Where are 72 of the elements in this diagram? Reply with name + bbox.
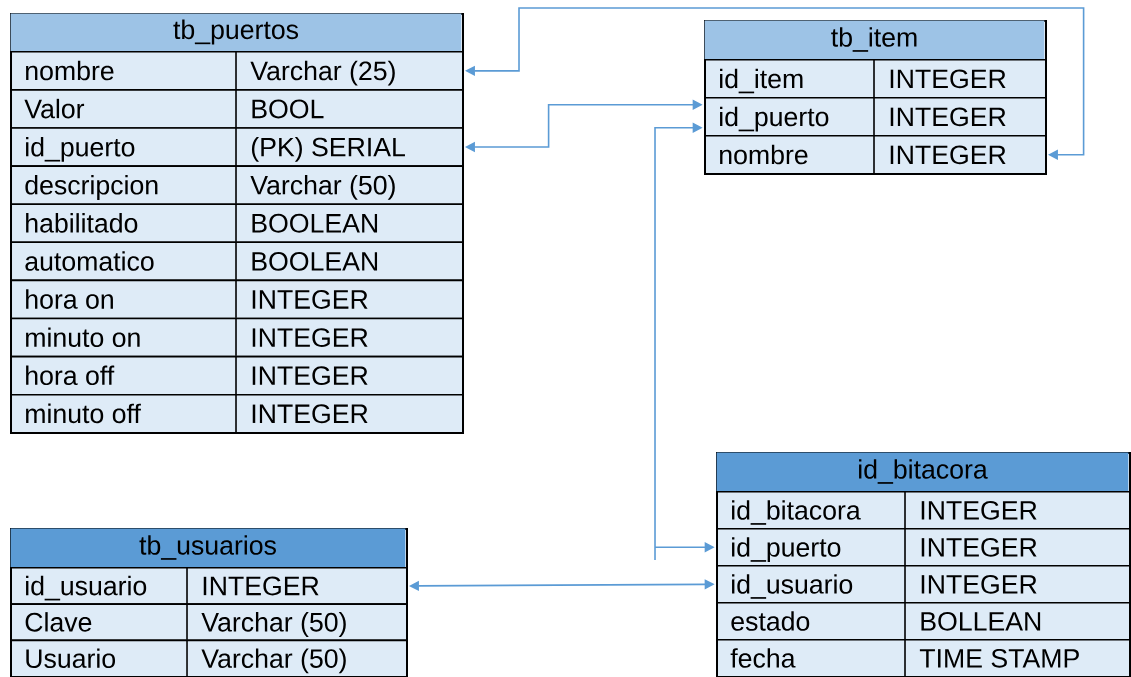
- cell-text: INTEGER: [890, 69, 1006, 89]
- cell-text: Usuario: [26, 648, 116, 668]
- cell-text: descripcion: [25, 175, 158, 200]
- cell-text: (PK) SERIAL: [251, 136, 405, 162]
- cell-text: Varchar (50): [250, 175, 395, 200]
- cell-text: INTEGER: [252, 404, 368, 424]
- cell-text: id_puerto: [720, 106, 829, 132]
- cell-text: automatico: [25, 251, 154, 271]
- table-row: [10, 88, 464, 129]
- cell-text: id_puerto: [732, 537, 841, 563]
- cell-text: nombre: [26, 60, 114, 81]
- table-row: [10, 278, 464, 320]
- table-row: [10, 240, 464, 282]
- cell-text: habilitado: [26, 213, 138, 233]
- table: [704, 20, 1047, 175]
- table: [10, 13, 464, 434]
- cell-text: INTEGER: [890, 107, 1006, 127]
- table-row: [716, 564, 1131, 604]
- cell-text: id_usuario: [732, 574, 853, 599]
- table-row: [704, 58, 1047, 99]
- cell-text: TIME STAMP: [919, 648, 1079, 668]
- cell-text: INTEGER: [252, 366, 368, 386]
- cell-text: BOOL: [252, 99, 324, 119]
- table-header: tb_puertos: [10, 13, 462, 51]
- cell-text: INTEGER: [921, 537, 1037, 557]
- table-row: [704, 134, 1047, 175]
- cell-text: fecha: [730, 648, 796, 668]
- cell-text: Varchar (25): [250, 60, 395, 86]
- cell-text: INTEGER: [203, 576, 319, 596]
- cell-text: BOOLEAN: [252, 213, 378, 233]
- cell-text: Varchar (50): [201, 612, 346, 637]
- cell-text: INTEGER: [252, 290, 368, 309]
- cell-text: estado: [731, 611, 810, 631]
- table-row: [10, 126, 464, 167]
- cell-text: Valor: [24, 98, 85, 119]
- arrow: [465, 7, 1085, 160]
- cell-text: BOLLEAN: [921, 611, 1041, 631]
- table-row: [704, 96, 1047, 137]
- cell-text: INTEGER: [921, 574, 1037, 594]
- cell-text: hora on: [26, 289, 113, 309]
- cell-text: hora off: [26, 365, 115, 386]
- table: [716, 452, 1131, 677]
- table-header: tb_item: [704, 20, 1045, 59]
- table-row: [10, 602, 408, 642]
- table-row: [10, 566, 408, 605]
- table-header: id_bitacora: [716, 452, 1129, 491]
- cell-text: id_puerto: [26, 136, 135, 162]
- cell-text: INTEGER: [890, 145, 1006, 165]
- cell-text: INTEGER: [252, 328, 368, 347]
- cell-text: id_usuario: [26, 575, 147, 601]
- table-row: [10, 355, 464, 396]
- cell-text: minuto on: [26, 327, 140, 347]
- cell-text: Clave: [25, 612, 92, 632]
- table-row: [10, 164, 464, 205]
- cell-text: Varchar (50): [201, 648, 346, 674]
- table-row: [10, 638, 408, 677]
- cell-text: nombre: [720, 144, 808, 165]
- table-row: [10, 202, 464, 244]
- table-row: [716, 527, 1131, 567]
- table-row: [716, 601, 1131, 641]
- table-row: [10, 393, 464, 434]
- table-header: tb_usuarios: [10, 528, 406, 567]
- cell-text: BOOLEAN: [252, 251, 378, 271]
- table-row: [10, 316, 464, 358]
- cell-text: INTEGER: [921, 500, 1037, 520]
- table-row: [716, 638, 1131, 677]
- cell-text: minuto off: [26, 403, 141, 424]
- cell-text: id_item: [720, 68, 803, 94]
- table-row: [716, 490, 1131, 530]
- table-row: [10, 50, 464, 91]
- cell-text: id_bitacora: [732, 500, 861, 525]
- table: [10, 528, 408, 677]
